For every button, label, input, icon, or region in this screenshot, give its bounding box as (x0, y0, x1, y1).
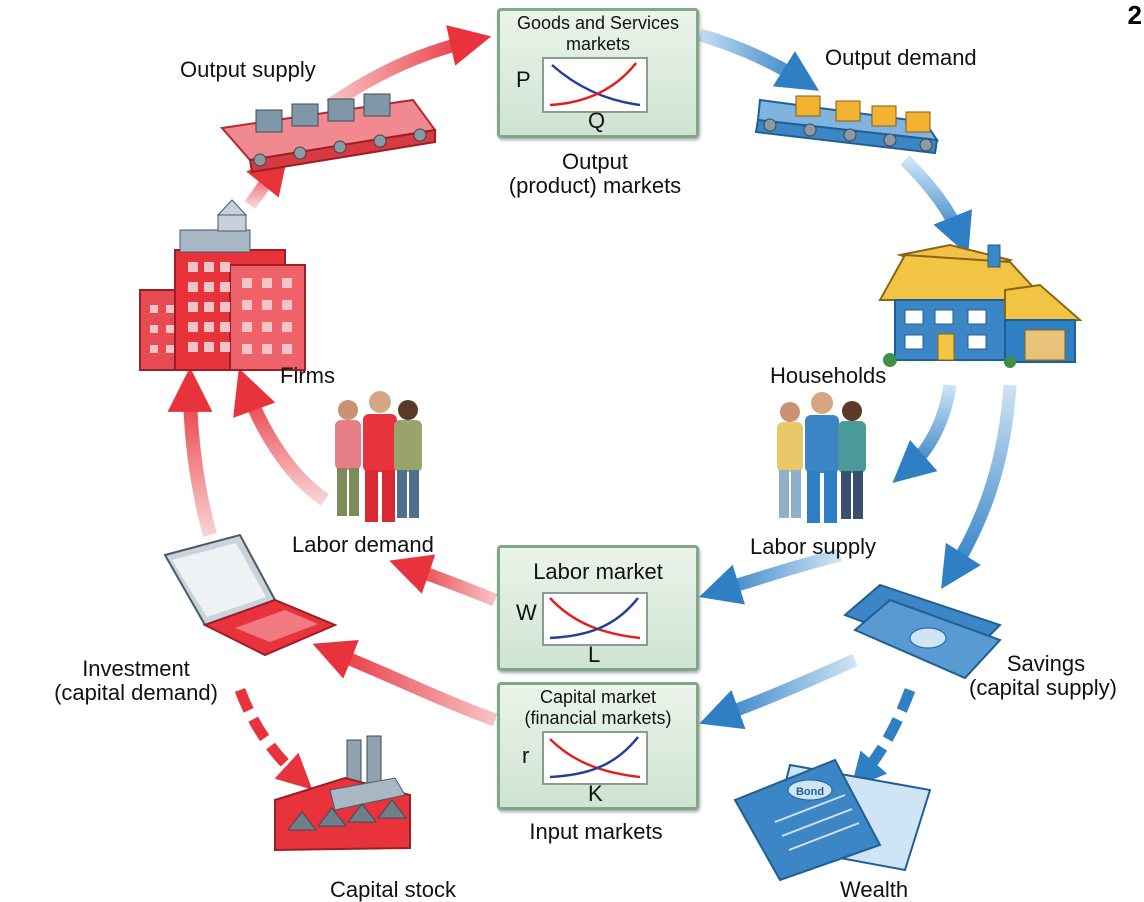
goods-market-x-axis-label: Q (588, 108, 606, 133)
corner-mark: 2 (1127, 0, 1142, 30)
capital-supply-curve (549, 738, 641, 779)
labor-market-y-axis-label: W (516, 600, 537, 625)
firms-building-icon (139, 199, 306, 371)
arrow-labor-supply-to-labor-market (699, 548, 842, 605)
arrow-investment-to-capital-stock (234, 688, 313, 790)
wealth-label: Wealth (840, 877, 909, 902)
labor-demand-workers-icon (335, 391, 422, 522)
output-demand-conveyor-icon (754, 95, 940, 155)
investment-label-line2: (capital demand) (54, 680, 218, 705)
labor-supply-curve (549, 597, 641, 640)
arrow-goods-market-to-output-demand (698, 28, 820, 91)
labor-supply-workers-icon (777, 392, 866, 523)
goods-market-y-axis-label: P (516, 67, 531, 92)
labor-supply-label: Labor supply (750, 534, 876, 559)
labor-market-x-axis-label: L (588, 642, 601, 667)
capital-demand-curve (549, 736, 639, 779)
households-label: Households (770, 363, 887, 388)
savings-label-line1: Savings (1006, 651, 1086, 676)
arrow-savings-to-capital-market (699, 654, 858, 730)
capital-stock-factory-icon (274, 735, 411, 852)
arrow-capital-market-to-investment (312, 640, 498, 727)
capital-market-plot (542, 731, 648, 785)
output-markets-label-line2: (product) markets (508, 173, 682, 198)
output-demand-label: Output demand (825, 45, 977, 70)
goods-market-plot (542, 57, 648, 113)
goods-market-title-line1: Goods and Services (516, 13, 680, 33)
labor-demand-curve (549, 597, 639, 640)
arrow-output-demand-to-households (900, 155, 973, 256)
capital-market-title-line2: (financial markets) (524, 708, 672, 728)
labor-market-box: Labor market W L (497, 545, 699, 671)
arrow-households-to-savings (941, 384, 1017, 590)
investment-label-line1: Investment (82, 656, 190, 681)
wealth-bond-icon: Bond (733, 758, 932, 882)
arrow-investment-to-firms (167, 367, 217, 537)
capital-market-title-line1: Capital market (539, 687, 657, 707)
arrow-labor-market-to-labor-demand (389, 554, 498, 607)
output-supply-label: Output supply (180, 57, 316, 82)
labor-market-title: Labor market (533, 559, 663, 584)
firms-label: Firms (280, 363, 335, 388)
output-supply-conveyor-icon (220, 93, 437, 174)
investment-laptop-icon (163, 533, 338, 657)
arrow-households-to-labor-supply (892, 384, 957, 483)
goods-supply-curve (549, 62, 637, 107)
arrow-labor-demand-to-firms (233, 368, 329, 506)
goods-market-title-line2: markets (565, 34, 630, 54)
capital-market-x-axis-label: K (588, 781, 603, 806)
capital-market-y-axis-label: r (522, 743, 530, 768)
capital-market-box: Capital market (financial markets) r K (497, 682, 699, 810)
output-markets-label-line1: Output (561, 149, 629, 174)
arrow-output-supply-to-goods-market (326, 25, 492, 111)
input-markets-label: Input markets (529, 819, 663, 844)
households-house-icon (878, 243, 1083, 368)
arrow-savings-to-wealth (850, 688, 916, 789)
capital-stock-label: Capital stock (330, 877, 456, 902)
bond-label: Bond (796, 786, 824, 798)
goods-demand-curve (551, 64, 641, 107)
savings-money-icon (843, 583, 1002, 680)
savings-label-line2: (capital supply) (969, 675, 1117, 700)
goods-services-market-box: Goods and Services markets P Q (497, 8, 699, 138)
labor-market-plot (542, 592, 648, 646)
labor-demand-label: Labor demand (292, 532, 434, 557)
